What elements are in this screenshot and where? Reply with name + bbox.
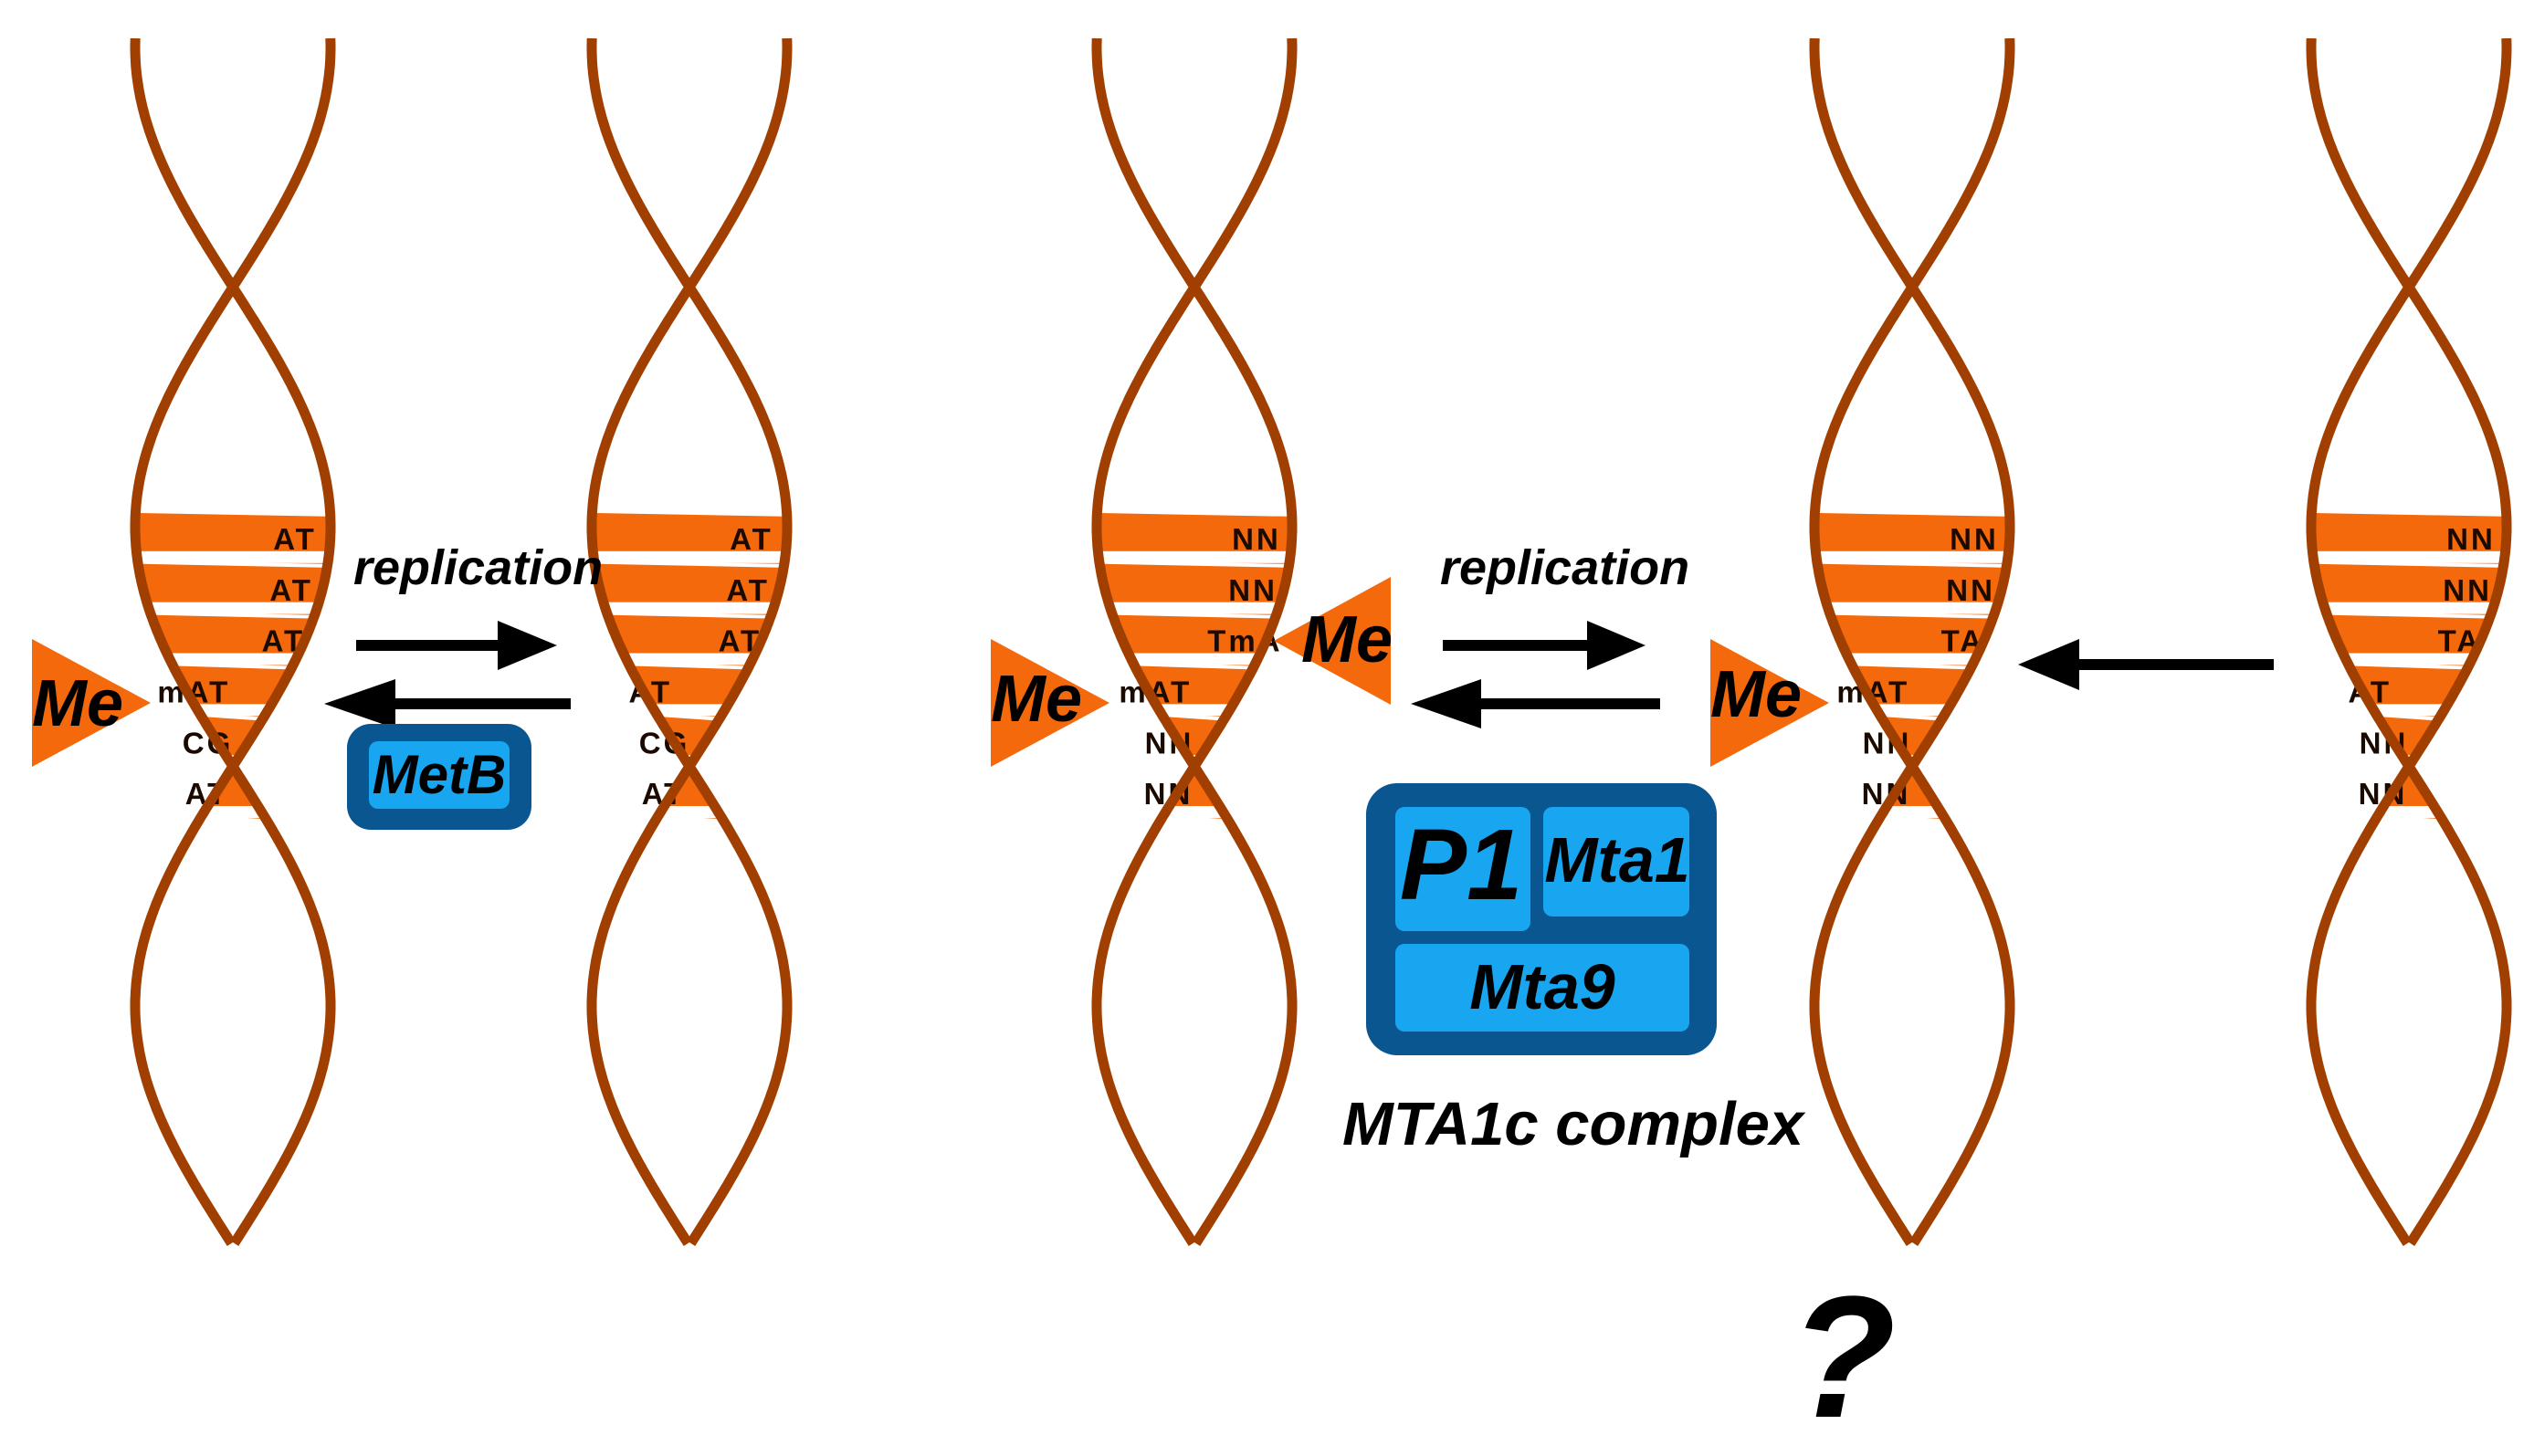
base-pair xyxy=(1884,717,1938,769)
complex-name-label: MTA1c complex xyxy=(1342,1090,1806,1158)
dna-strand-1 xyxy=(1809,37,2015,1246)
mta1-label: Mta1 xyxy=(1544,824,1689,896)
p1-subunit xyxy=(1395,807,1530,931)
base-pair-separator xyxy=(1099,550,1290,563)
base-pair-label: NN xyxy=(1232,522,1281,556)
base-pair-separator xyxy=(1159,704,1230,717)
methyl-group-helix3-left: Me xyxy=(991,639,1109,767)
base-pair-separator xyxy=(1877,704,1948,717)
base-pair-label: AT xyxy=(726,573,770,607)
base-pair-label: NN xyxy=(1946,573,1995,607)
base-pair-separator xyxy=(1883,806,1941,818)
base-pair-label: AT xyxy=(269,573,313,607)
dna-strand-1 xyxy=(2306,37,2512,1246)
base-pair-separator xyxy=(1131,653,1257,665)
base-pair-separator xyxy=(197,704,268,717)
base-pair-separator xyxy=(594,550,785,563)
arrow-reverse-right xyxy=(1411,679,1660,728)
metb-enzyme-box: MetB xyxy=(347,724,531,830)
base-pair-label: NN xyxy=(1228,573,1278,607)
arrow-forward-right xyxy=(1443,621,1646,670)
base-pair-label: NN xyxy=(2443,573,2492,607)
base-pair xyxy=(2381,717,2434,769)
base-pair-separator xyxy=(137,550,329,563)
base-pair-separator xyxy=(2325,602,2493,614)
base-pair-separator xyxy=(149,602,317,614)
base-pair-label: AT xyxy=(273,522,317,556)
base-pair-label: NN xyxy=(1950,522,1999,556)
mta9-subunit xyxy=(1395,944,1689,1032)
base-pair-label: AT xyxy=(730,522,773,556)
svg-text:Me: Me xyxy=(1710,658,1802,731)
base-pair-separator xyxy=(605,602,773,614)
methyl-group-helix4: Me xyxy=(1710,639,1829,767)
base-pair-separator xyxy=(2313,550,2505,563)
mta1-subunit xyxy=(1543,807,1689,917)
base-pair xyxy=(205,717,258,769)
p1-label: P1 xyxy=(1400,809,1523,921)
base-pair-separator xyxy=(1849,653,1975,665)
methyl-group-helix1: Me xyxy=(32,639,151,767)
mta1c-complex-box: P1 Mta1 Mta9 xyxy=(1366,783,1717,1055)
base-pair-separator xyxy=(654,704,725,717)
arrow-reverse-far-right xyxy=(2018,639,2274,690)
base-pair-separator xyxy=(1110,602,1278,614)
base-pair-separator xyxy=(660,806,719,818)
helices-layer: ATATATmATCGATATATATATCGATNNNNTmAmATNNNNN… xyxy=(130,37,2512,1246)
replication-label-right: replication xyxy=(1440,540,1689,595)
dna-strand-2 xyxy=(1091,37,1298,1246)
dna-strand-2 xyxy=(1809,37,2015,1246)
question-mark: ? xyxy=(1790,1261,1896,1454)
dna-strand-1 xyxy=(1091,37,1298,1246)
dna-strand-2 xyxy=(586,37,793,1246)
base-pair-separator xyxy=(2373,704,2445,717)
base-pair xyxy=(661,717,715,769)
arrow-forward-left xyxy=(356,621,557,670)
base-pair-separator xyxy=(2346,653,2472,665)
base-pair-separator xyxy=(170,653,296,665)
base-pair xyxy=(1166,717,1220,769)
svg-text:Me: Me xyxy=(991,663,1082,736)
replication-label-left: replication xyxy=(353,540,603,595)
dna-strand-2 xyxy=(130,37,336,1246)
base-pair-separator xyxy=(1816,550,2008,563)
base-pair-separator xyxy=(2380,806,2438,818)
dna-strand-1 xyxy=(130,37,336,1246)
arrow-reverse-left xyxy=(324,679,571,728)
methyl-group-helix3-right: Me xyxy=(1274,577,1393,705)
base-pair-separator xyxy=(1828,602,1996,614)
dna-strand-2 xyxy=(2306,37,2512,1246)
svg-text:Me: Me xyxy=(1301,603,1393,676)
base-pair-separator xyxy=(1165,806,1224,818)
svg-text:Me: Me xyxy=(32,667,123,740)
base-pair-separator xyxy=(626,653,752,665)
base-pair-label: NN xyxy=(2446,522,2496,556)
mta9-label: Mta9 xyxy=(1469,951,1615,1022)
dna-strand-1 xyxy=(586,37,793,1246)
base-pair-separator xyxy=(204,806,262,818)
svg-text:MetB: MetB xyxy=(373,744,507,805)
